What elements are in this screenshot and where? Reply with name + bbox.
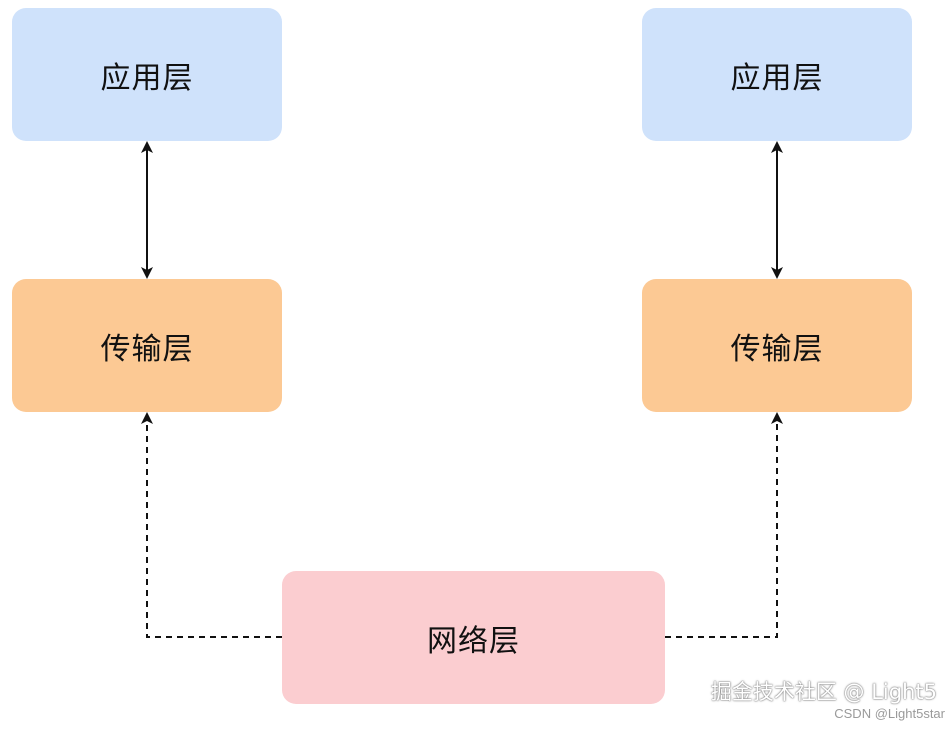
left-transport-layer-label: 传输层 (100, 331, 194, 367)
left-application-layer-box: 应用层 (12, 8, 282, 141)
right-transport-layer-label: 传输层 (730, 331, 824, 367)
left-application-layer-label: 应用层 (100, 60, 194, 96)
edge-network-right-transport (665, 412, 783, 638)
right-transport-layer-box: 传输层 (642, 279, 912, 412)
right-application-layer-box: 应用层 (642, 8, 912, 141)
watermark-csdn: CSDN @Light5star (834, 706, 945, 721)
watermark-juejin: 掘金技术社区 @ Light5 (710, 680, 937, 704)
left-transport-layer-box: 传输层 (12, 279, 282, 412)
network-layer-label: 网络层 (427, 623, 520, 659)
right-application-layer-label: 应用层 (730, 60, 824, 96)
edge-network-left-transport (141, 412, 282, 638)
network-layer-box: 网络层 (282, 571, 665, 704)
